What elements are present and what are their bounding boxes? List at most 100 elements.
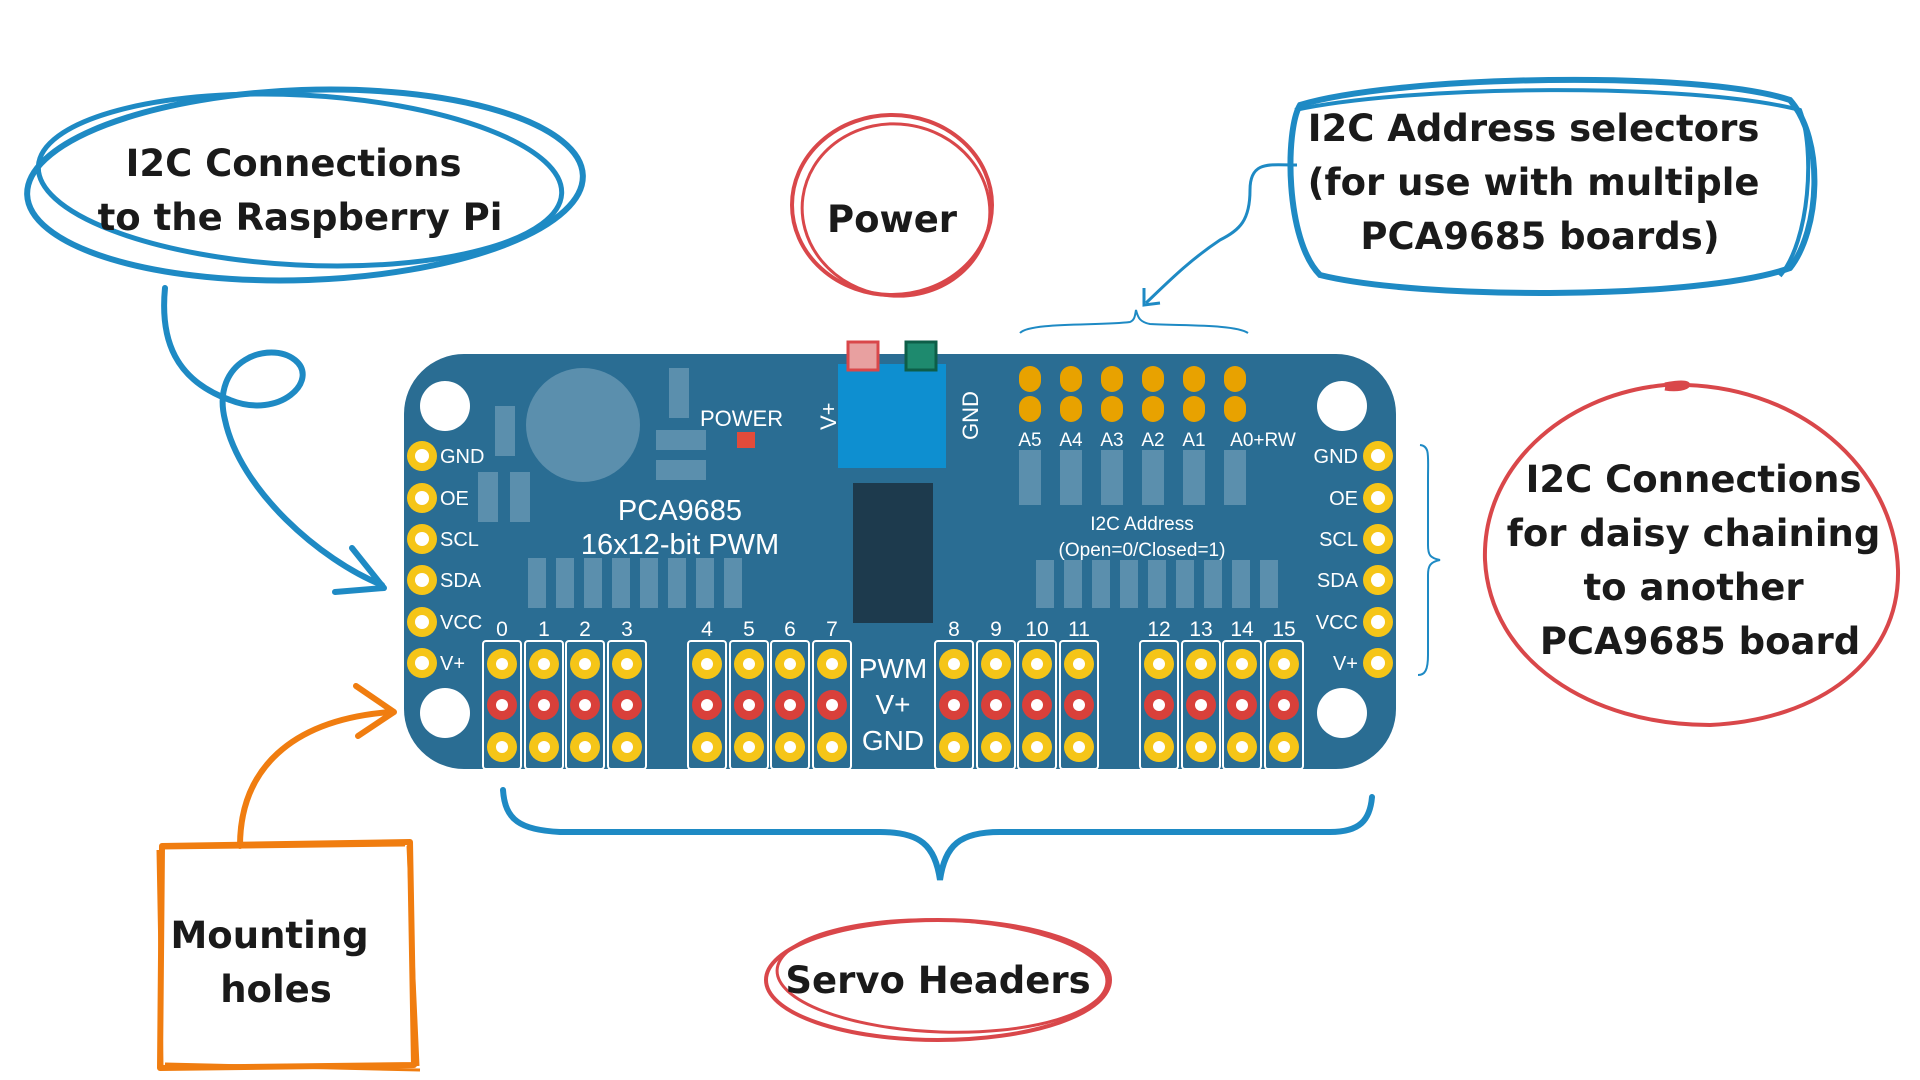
servo-pin-hole — [496, 741, 508, 753]
servo-pin-hole — [621, 699, 633, 711]
servo-header-outline — [976, 640, 1016, 770]
callout-address-line-3: PCA9685 boards) — [1360, 215, 1719, 258]
address-jumper-pad — [1101, 366, 1123, 392]
servo-pin-hole — [990, 699, 1002, 711]
callout-daisy-line-4: PCA9685 board — [1540, 620, 1860, 663]
header-pin-label: V+ — [440, 653, 465, 675]
servo-pin-hole — [538, 699, 550, 711]
servo-header-outline — [607, 640, 647, 770]
header-pin-hole — [415, 573, 429, 587]
callout-daisy-line-1: I2C Connections — [1526, 458, 1862, 501]
header-pin-hole — [415, 615, 429, 629]
servo-pin-hole — [826, 699, 838, 711]
callout-address-arrow — [1144, 163, 1298, 305]
servo-pin-hole — [743, 741, 755, 753]
address-jumper-label: A3 — [1100, 430, 1123, 451]
servo-pin-hole — [538, 658, 550, 670]
mounting-hole-bottom-right — [1317, 688, 1367, 738]
callout-i2c-raspberry-pi: I2C Connections to the Raspberry Pi — [24, 86, 586, 595]
header-pin-hole — [415, 532, 429, 546]
row-label-vplus: V+ — [875, 689, 910, 720]
callout-daisy-line-3: to another — [1584, 566, 1805, 609]
servo-header-outline — [482, 640, 522, 770]
callout-mounting-line-1: Mounting — [170, 914, 368, 957]
servo-pin-hole — [784, 741, 796, 753]
servo-channel-label: 13 — [1189, 618, 1212, 641]
address-jumper-pad — [1224, 366, 1246, 392]
callout-address-selectors: I2C Address selectors (for use with mult… — [1019, 76, 1818, 334]
chip-description: 16x12-bit PWM — [581, 529, 779, 561]
servo-channel-label: 1 — [538, 618, 550, 641]
callout-servo-line-1: Servo Headers — [785, 959, 1090, 1002]
servo-pin-hole — [1153, 741, 1165, 753]
address-jumper-pad — [1060, 366, 1082, 392]
servo-channel-label: 7 — [826, 618, 838, 641]
servo-pin-hole — [948, 741, 960, 753]
header-pin-hole — [415, 656, 429, 670]
address-bracket — [1019, 309, 1249, 334]
callout-power: Power — [790, 113, 994, 298]
address-jumper-pad — [1224, 396, 1246, 422]
servo-pin-hole — [1153, 658, 1165, 670]
servo-pin-hole — [1278, 699, 1290, 711]
callout-i2c-pi-text: I2C Connections to the Raspberry Pi — [98, 142, 503, 239]
servo-pin-hole — [1195, 741, 1207, 753]
servo-header-outline — [565, 640, 605, 770]
servo-pin-hole — [579, 741, 591, 753]
header-pin-hole — [415, 449, 429, 463]
servo-channel-label: 0 — [496, 618, 508, 641]
servo-channel-label: 10 — [1025, 618, 1048, 641]
callout-i2c-pi-line-2: to the Raspberry Pi — [98, 196, 503, 239]
header-pin-label: OE — [440, 488, 469, 510]
address-subtitle: (Open=0/Closed=1) — [1059, 540, 1226, 561]
servo-channel-label: 3 — [621, 618, 633, 641]
terminal-block — [838, 364, 946, 468]
header-pin-label: SCL — [1319, 529, 1358, 551]
resistor-array-right — [1036, 560, 1278, 608]
row-label-pwm: PWM — [859, 653, 927, 684]
callout-address-line-2: (for use with multiple — [1308, 161, 1760, 204]
servo-header-outline — [812, 640, 852, 770]
servo-pin-hole — [1278, 741, 1290, 753]
address-title: I2C Address — [1090, 514, 1194, 535]
servo-pin-hole — [743, 699, 755, 711]
callout-i2c-pi-arrow — [161, 285, 385, 588]
servo-header-outline — [1017, 640, 1057, 770]
servo-header-outline — [1181, 640, 1221, 770]
address-jumper-label: A5 — [1018, 430, 1041, 451]
callout-daisy-chain: I2C Connections for daisy chaining to an… — [1417, 380, 1901, 728]
servo-pin-hole — [948, 658, 960, 670]
servo-channel-label: 15 — [1272, 618, 1295, 641]
servo-header-outline — [524, 640, 564, 770]
power-terminal: V+ GND — [816, 340, 983, 468]
servo-header-outline — [729, 640, 769, 770]
servo-header-outline — [1139, 640, 1179, 770]
servo-pin-hole — [701, 699, 713, 711]
address-jumper-label: A2 — [1141, 430, 1164, 451]
servo-pin-hole — [579, 658, 591, 670]
servo-channel-label: 5 — [743, 618, 755, 641]
callout-address-line-1: I2C Address selectors — [1308, 107, 1760, 150]
capacitor-marking — [526, 368, 640, 482]
servo-channel-label: 2 — [579, 618, 591, 641]
address-jumper-pad — [1101, 396, 1123, 422]
servo-channel-label: 11 — [1068, 618, 1090, 641]
terminal-gnd-label: GND — [958, 391, 983, 440]
servo-pin-hole — [1195, 699, 1207, 711]
servo-pin-hole — [1073, 699, 1085, 711]
servo-header-outline — [1264, 640, 1304, 770]
component-markings — [478, 368, 1278, 608]
servo-pin-hole — [1031, 658, 1043, 670]
address-jumper-pad — [1183, 366, 1205, 392]
callout-i2c-pi-ring — [24, 86, 586, 284]
servo-header-outline — [1222, 640, 1262, 770]
address-jumper-pad — [1019, 396, 1041, 422]
address-jumper-label: A4 — [1059, 430, 1083, 451]
servo-pin-hole — [1236, 699, 1248, 711]
callout-address-ring — [1287, 76, 1818, 296]
callout-daisy-line-2: for daisy chaining — [1507, 512, 1881, 555]
address-jumper-pad — [1019, 366, 1041, 392]
servo-channel-label: 6 — [784, 618, 796, 641]
